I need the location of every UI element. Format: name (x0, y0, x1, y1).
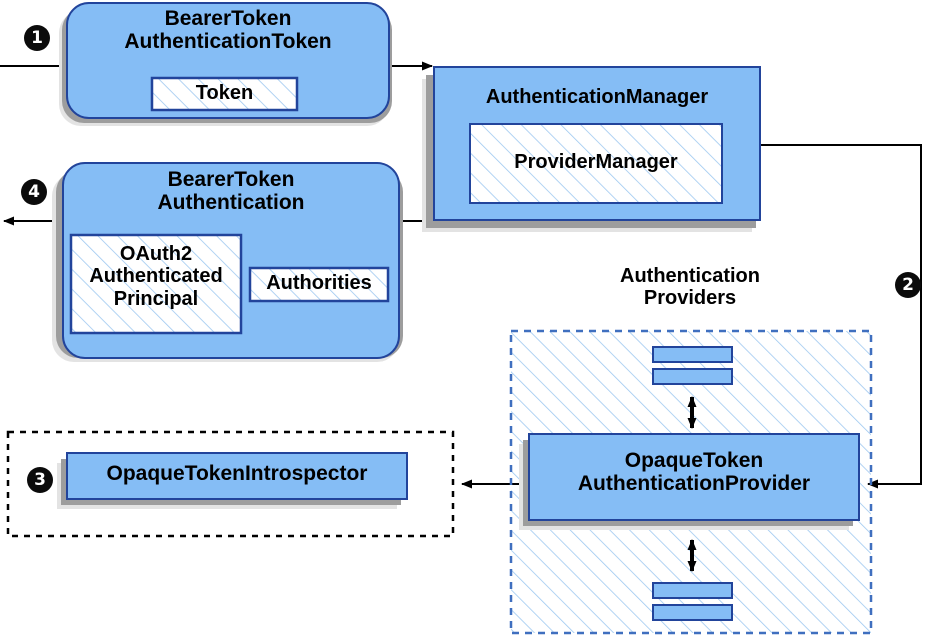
inner-box-token (150, 76, 299, 112)
node-opaque-token-authentication-provider[interactable] (519, 433, 860, 530)
step-marker-3: 3 (27, 467, 53, 493)
inner-box-provider-manager (469, 123, 723, 204)
node-bearer-token-authentication[interactable] (52, 162, 403, 362)
inner-box-oauth2-authenticated-principal (69, 233, 243, 335)
inner-box-authorities (248, 266, 390, 303)
step-marker-2: 2 (895, 272, 921, 298)
node-authentication-manager[interactable] (422, 66, 761, 232)
node-opaque-token-introspector[interactable] (57, 452, 408, 509)
provider-stub-bottom (652, 539, 733, 621)
group-opaque-token-introspector (6, 430, 455, 538)
connector-step2-manager-to-provider (760, 144, 922, 489)
node-bearer-token-authentication-token[interactable] (59, 2, 392, 126)
step-marker-1: 1 (24, 25, 50, 51)
provider-stub-top (652, 346, 733, 429)
step-marker-4: 4 (21, 179, 47, 205)
